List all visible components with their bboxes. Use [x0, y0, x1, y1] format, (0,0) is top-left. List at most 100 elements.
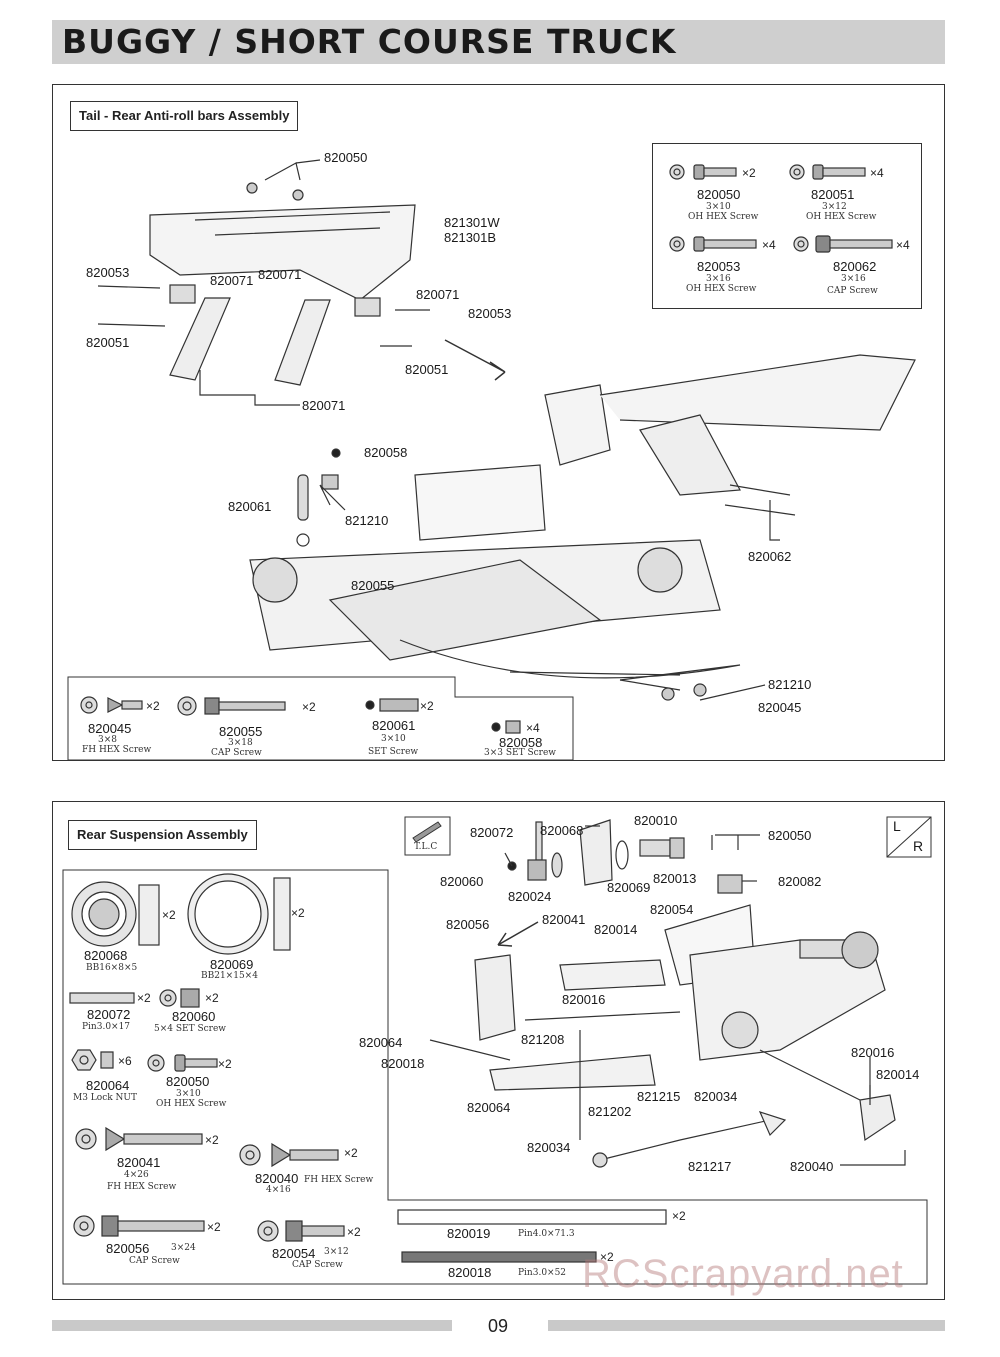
part-desc-820045: FH HEX Screw	[82, 745, 152, 755]
part-id-820056: 820056	[106, 1241, 150, 1256]
qty-820050: ×2	[742, 166, 756, 180]
part-desc-820050-b: OH HEX Screw	[156, 1099, 227, 1109]
callout-820014-b: 820014	[876, 1067, 920, 1082]
callout-820064-b: 820064	[467, 1100, 511, 1115]
callout-820082: 820082	[778, 874, 822, 889]
watermark: RCScrapyard.net	[582, 1252, 904, 1296]
callout-820071-a: 820071	[210, 273, 254, 288]
part-spec-820053: 3×16	[706, 274, 731, 284]
callout-821301W: 821301W	[444, 215, 500, 230]
callout-820010: 820010	[634, 813, 678, 828]
part-desc-820061: SET Screw	[368, 747, 419, 757]
footer-bar-right	[548, 1320, 945, 1331]
qty-820051: ×4	[870, 166, 884, 180]
page-title: BUGGY / SHORT COURSE TRUCK	[62, 22, 677, 61]
callout-820034-b: 820034	[527, 1140, 571, 1155]
callout-820064-a: 820064	[359, 1035, 403, 1050]
callout-820071-d: 820071	[302, 398, 346, 413]
part-id-820040: 820040	[255, 1171, 299, 1186]
callout-820051-a: 820051	[86, 335, 130, 350]
callout-820069: 820069	[607, 880, 651, 895]
callout-820014-a: 820014	[594, 922, 638, 937]
part-id-820051: 820051	[811, 187, 855, 202]
part-spec-820056: 3×24	[171, 1243, 196, 1253]
part-desc-820053: OH HEX Screw	[686, 284, 757, 294]
part-desc-820041: FH HEX Screw	[107, 1182, 177, 1192]
section-title-tail: Tail - Rear Anti-roll bars Assembly	[70, 101, 299, 131]
qty-820045: ×2	[146, 699, 160, 713]
lr-label-left: L	[893, 818, 901, 834]
header-bar	[52, 20, 945, 64]
part-spec-820055: 3×18	[228, 738, 253, 748]
callout-820013: 820013	[653, 871, 697, 886]
qty-820072: ×2	[137, 991, 151, 1005]
callout-820053-a: 820053	[86, 265, 130, 280]
callout-820034-a: 820034	[694, 1089, 738, 1104]
part-spec-820050-b: 3×10	[176, 1089, 201, 1099]
part-desc-820055: CAP Screw	[211, 748, 262, 758]
part-spec-820054: 3×12	[324, 1247, 349, 1257]
qty-820055: ×2	[302, 700, 316, 714]
callout-821210-a: 821210	[345, 513, 389, 528]
qty-820040: ×2	[344, 1146, 358, 1160]
qty-820050-b: ×2	[218, 1057, 232, 1071]
part-id-820068: 820068	[84, 948, 128, 963]
part-id-820054: 820054	[272, 1246, 316, 1261]
part-id-820060: 820060	[172, 1009, 216, 1024]
callout-821217: 821217	[688, 1159, 732, 1174]
part-id-820072: 820072	[87, 1007, 131, 1022]
qty-820058: ×4	[526, 721, 540, 735]
callout-821202: 821202	[588, 1104, 632, 1119]
part-id-820069: 820069	[210, 957, 254, 972]
qty-820064: ×6	[118, 1054, 132, 1068]
part-id-820019: 820019	[447, 1226, 491, 1241]
callout-820041: 820041	[542, 912, 586, 927]
part-id-820062: 820062	[833, 259, 877, 274]
part-spec-820050: 3×10	[706, 202, 731, 212]
callout-820062: 820062	[748, 549, 792, 564]
part-spec-820069: BB21×15×4	[201, 971, 258, 981]
part-id-820050-b: 820050	[166, 1074, 210, 1089]
footer-bar-left	[52, 1320, 452, 1331]
qty-820054: ×2	[347, 1225, 361, 1239]
callout-820071-b: 820071	[258, 267, 302, 282]
callout-820071-c: 820071	[416, 287, 460, 302]
part-id-820053: 820053	[697, 259, 741, 274]
part-spec-820051: 3×12	[822, 202, 847, 212]
callout-820068: 820068	[540, 823, 584, 838]
part-desc-820050: OH HEX Screw	[688, 212, 759, 222]
lr-label-right: R	[913, 838, 924, 854]
callout-820056: 820056	[446, 917, 490, 932]
part-id-820045: 820045	[88, 721, 132, 736]
qty-820062: ×4	[896, 238, 910, 252]
part-id-820018: 820018	[448, 1265, 492, 1280]
part-spec-820058: 3×3 SET Screw	[484, 748, 556, 758]
qty-820053: ×4	[762, 238, 776, 252]
qty-820061: ×2	[420, 699, 434, 713]
callout-820061: 820061	[228, 499, 272, 514]
qty-820069: ×2	[291, 906, 305, 920]
section-title-rear-suspension: Rear Suspension Assembly	[68, 820, 257, 850]
part-spec-820072: Pin3.0×17	[82, 1022, 131, 1032]
callout-820050-c: 820050	[768, 828, 812, 843]
qty-820056: ×2	[207, 1220, 221, 1234]
part-spec-820060: 5×4 SET Screw	[154, 1024, 226, 1034]
part-desc-820040: FH HEX Screw	[304, 1175, 374, 1185]
part-spec-820062: 3×16	[841, 274, 866, 284]
qty-820019: ×2	[672, 1209, 686, 1223]
callout-820045: 820045	[758, 700, 802, 715]
callout-820040: 820040	[790, 1159, 834, 1174]
callout-821301B: 821301B	[444, 230, 497, 245]
part-id-820061: 820061	[372, 718, 416, 733]
part-spec-820019: Pin4.0×71.3	[518, 1229, 575, 1239]
part-spec-820041: 4×26	[124, 1170, 149, 1180]
part-spec-820068: BB16×8×5	[86, 963, 138, 973]
callout-820051-b: 820051	[405, 362, 449, 377]
qty-820018: ×2	[600, 1250, 614, 1264]
page-number: 09	[488, 1316, 509, 1336]
qty-820068: ×2	[162, 908, 176, 922]
